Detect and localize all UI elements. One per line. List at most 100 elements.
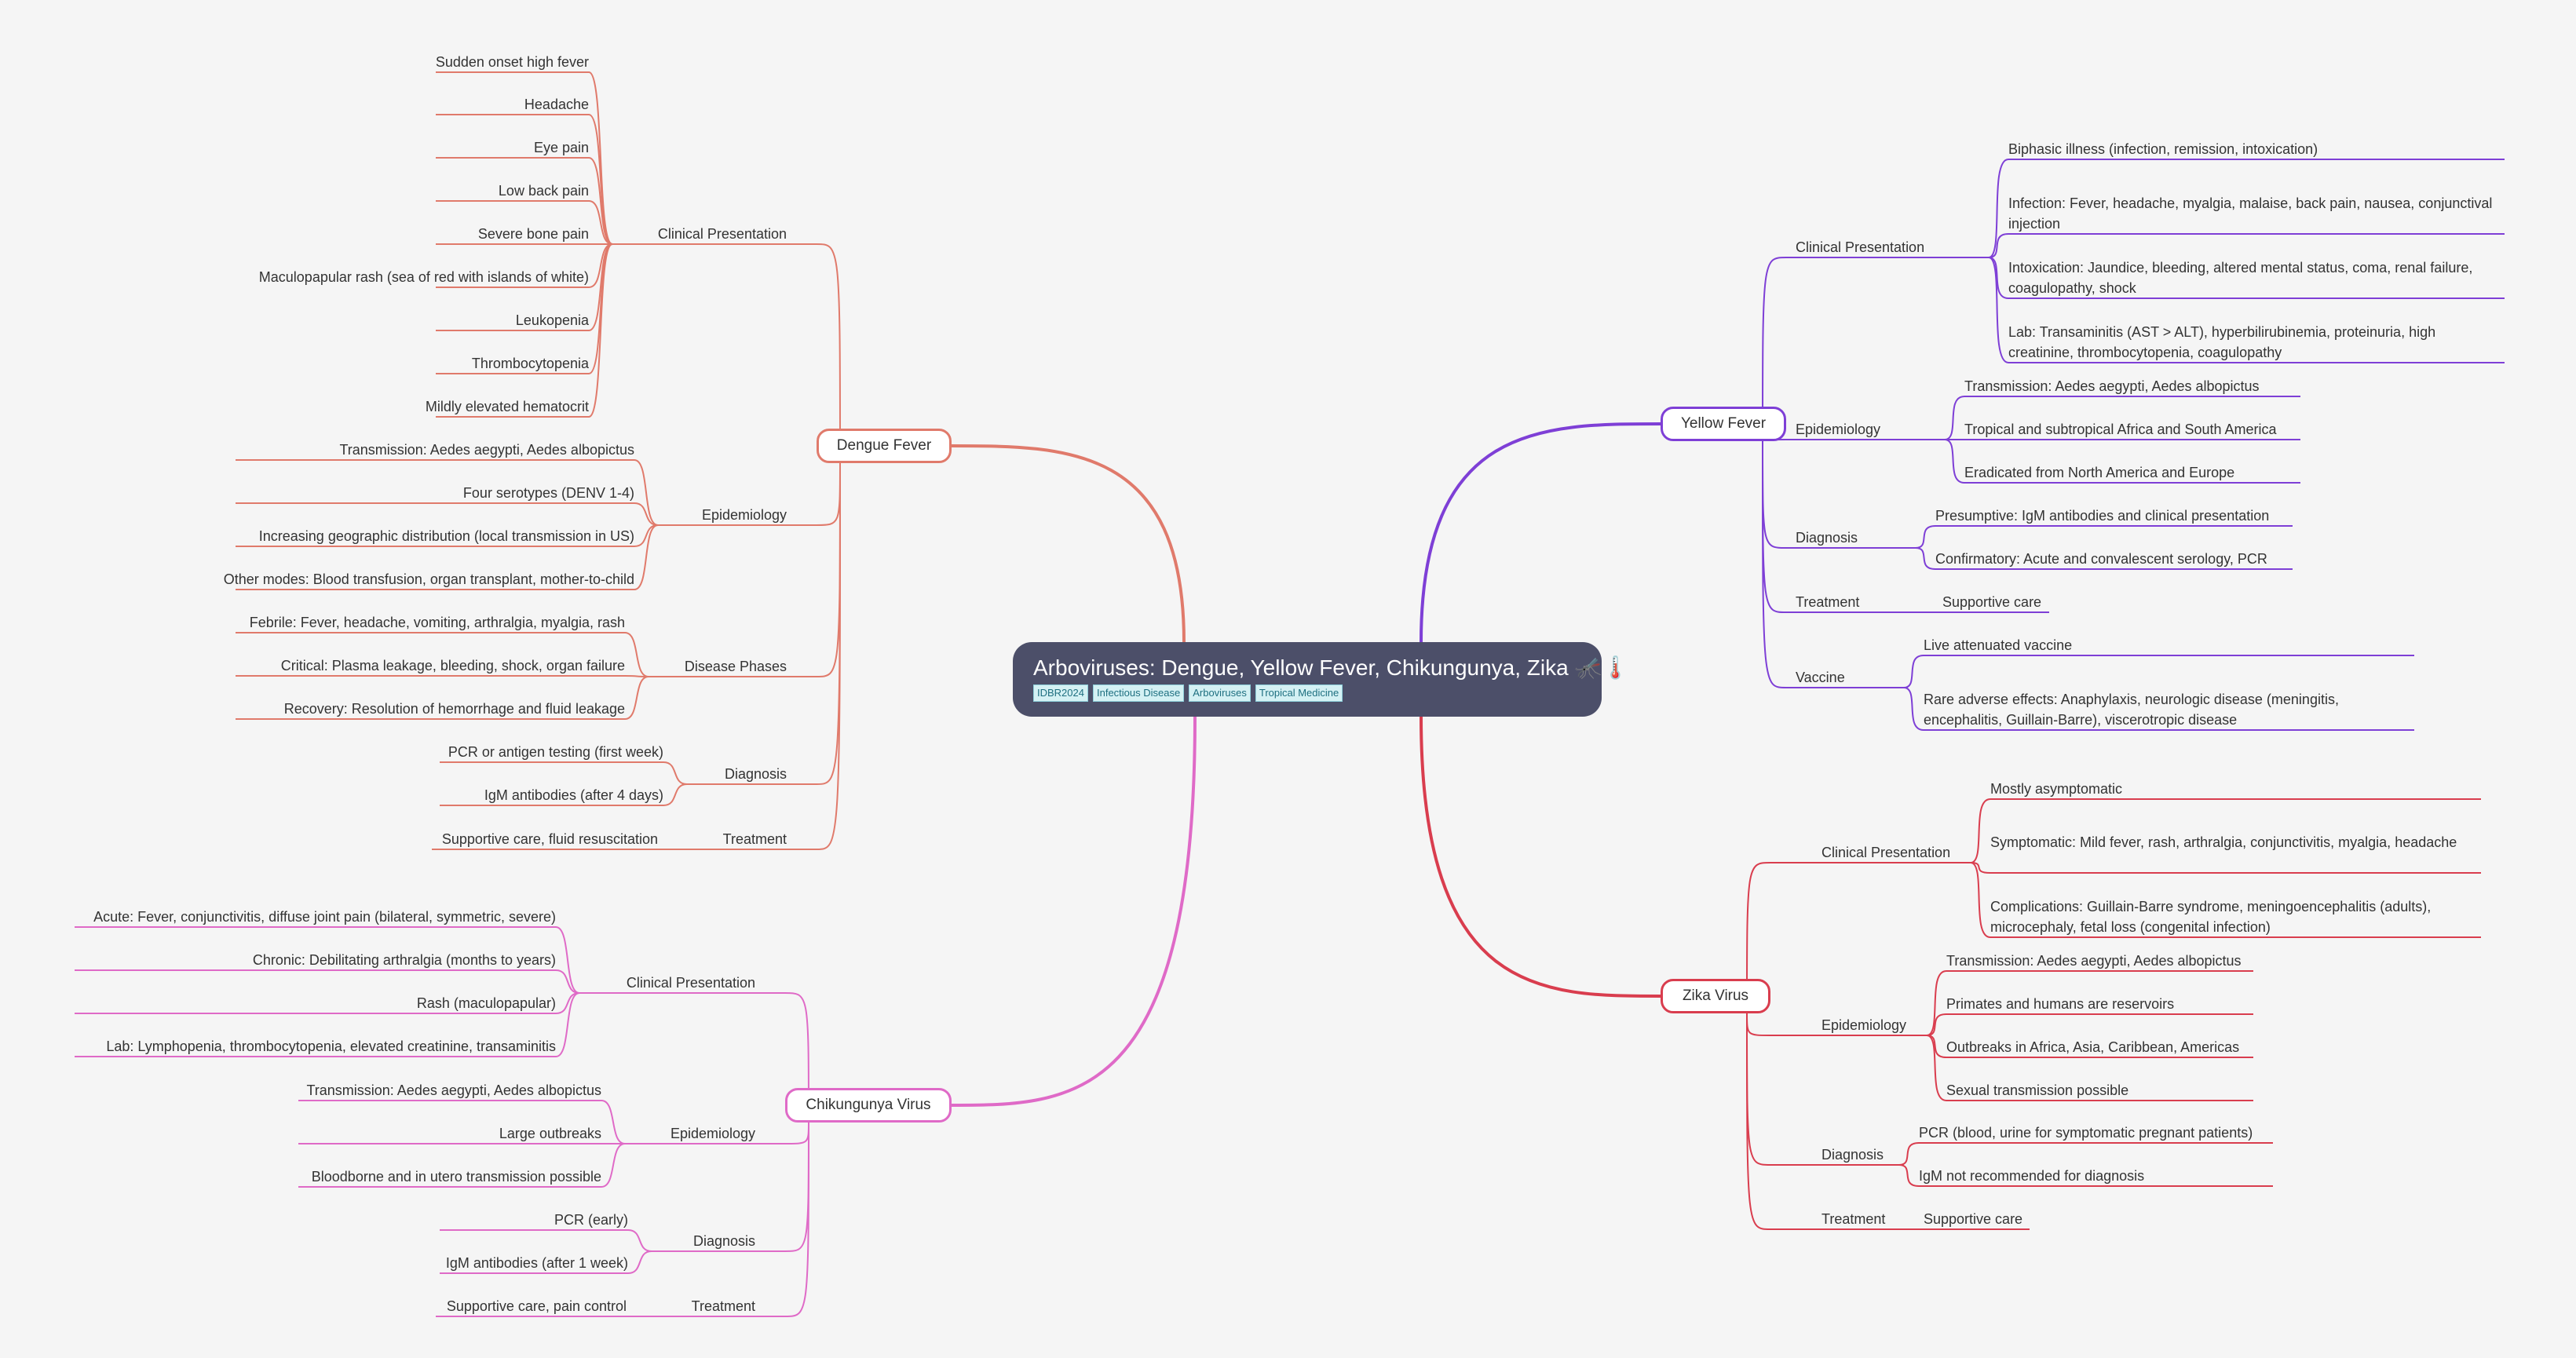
connector-zika-clinical-item — [1970, 862, 2481, 874]
branch-dengue[interactable]: Dengue Fever — [817, 429, 952, 463]
dengue-diagnosis-label[interactable]: Diagnosis — [724, 766, 787, 782]
connector-zika-epidemiology-item — [1926, 1013, 2253, 1036]
dengue-epidemiology-item[interactable]: Increasing geographic distribution (loca… — [258, 528, 634, 544]
branch-yellow[interactable]: Yellow Fever — [1661, 407, 1786, 441]
yellow-vaccine-label[interactable]: Vaccine — [1796, 670, 1845, 685]
dengue-clinical-item[interactable]: Maculopapular rash (sea of red with isla… — [258, 269, 589, 285]
dengue-treatment-item[interactable]: Supportive care, fluid resuscitation — [441, 831, 658, 847]
connector-yellow-epidemiology-item — [1944, 396, 2300, 440]
dengue-phases-item[interactable]: Critical: Plasma leakage, bleeding, shoc… — [280, 658, 625, 674]
dengue-epidemiology-item[interactable]: Other modes: Blood transfusion, organ tr… — [223, 571, 634, 587]
zika-clinical-label[interactable]: Clinical Presentation — [1821, 845, 1951, 860]
chik-epidemiology-item[interactable]: Bloodborne and in utero transmission pos… — [311, 1169, 601, 1185]
branch-chik[interactable]: Chikungunya Virus — [785, 1088, 952, 1123]
chik-clinical-item[interactable]: Lab: Lymphopenia, thrombocytopenia, elev… — [106, 1039, 556, 1054]
chik-treatment-label[interactable]: Treatment — [691, 1298, 755, 1314]
connector-yellow-clinical — [1762, 257, 1989, 442]
chik-clinical-item[interactable]: Chronic: Debilitating arthralgia (months… — [252, 952, 556, 968]
yellow-epidemiology-label[interactable]: Epidemiology — [1796, 422, 1881, 437]
zika-epidemiology-item[interactable]: Transmission: Aedes aegypti, Aedes albop… — [1946, 953, 2242, 969]
dengue-phases-label[interactable]: Disease Phases — [684, 659, 787, 674]
zika-clinical-item[interactable]: Complications: Guillain-Barre syndrome, … — [1990, 899, 2432, 935]
connector-zika-diagnosis-item — [1898, 1164, 2273, 1187]
chik-epidemiology-item[interactable]: Large outbreaks — [499, 1126, 601, 1141]
dengue-epidemiology-label[interactable]: Epidemiology — [701, 507, 787, 523]
chik-diagnosis-item[interactable]: PCR (early) — [554, 1212, 628, 1228]
connector-dengue-clinical-item — [436, 243, 613, 418]
dengue-diagnosis-item[interactable]: IgM antibodies (after 4 days) — [484, 787, 663, 803]
dengue-epidemiology-item[interactable]: Four serotypes (DENV 1-4) — [462, 485, 634, 501]
zika-epidemiology-item[interactable]: Sexual transmission possible — [1946, 1082, 2129, 1098]
tag-chip[interactable]: Infectious Disease — [1092, 684, 1185, 702]
connector-yellow-treatment — [1762, 440, 1923, 613]
dengue-clinical-item[interactable]: Eye pain — [533, 140, 589, 155]
zika-epidemiology-label[interactable]: Epidemiology — [1821, 1017, 1907, 1033]
yellow-clinical-item[interactable]: Infection: Fever, headache, myalgia, mal… — [2008, 195, 2493, 232]
connector-dengue-epidemiology-item — [236, 524, 659, 547]
yellow-epidemiology-item[interactable]: Transmission: Aedes aegypti, Aedes albop… — [1964, 378, 2260, 394]
dengue-clinical-item[interactable]: Severe bone pain — [477, 226, 589, 242]
root-topic[interactable]: Arboviruses: Dengue, Yellow Fever, Chiku… — [1013, 642, 1629, 717]
dengue-diagnosis-item[interactable]: PCR or antigen testing (first week) — [448, 744, 663, 760]
yellow-vaccine-item[interactable]: Live attenuated vaccine — [1924, 637, 2073, 653]
zika-diagnosis-item[interactable]: IgM not recommended for diagnosis — [1919, 1168, 2145, 1184]
yellow-clinical-label[interactable]: Clinical Presentation — [1796, 239, 1925, 255]
connector-yellow-clinical-item — [1988, 233, 2505, 258]
yellow-treatment-item[interactable]: Supportive care — [1942, 594, 2042, 610]
tag-chip[interactable]: Arboviruses — [1189, 684, 1251, 702]
connector-zika-epidemiology-item — [1926, 970, 2253, 1036]
dengue-epidemiology-item[interactable]: Transmission: Aedes aegypti, Aedes albop… — [339, 442, 634, 458]
dengue-clinical-item[interactable]: Mildly elevated hematocrit — [425, 399, 589, 414]
zika-epidemiology-item[interactable]: Outbreaks in Africa, Asia, Caribbean, Am… — [1946, 1039, 2240, 1055]
yellow-clinical-item[interactable]: Biphasic illness (infection, remission, … — [2008, 141, 2318, 157]
chik-diagnosis-item[interactable]: IgM antibodies (after 1 week) — [445, 1255, 628, 1271]
dengue-phases-item[interactable]: Febrile: Fever, headache, vomiting, arth… — [249, 615, 625, 630]
dengue-clinical-label[interactable]: Clinical Presentation — [657, 226, 787, 242]
dengue-clinical-item[interactable]: Sudden onset high fever — [435, 54, 589, 70]
chik-epidemiology-label[interactable]: Epidemiology — [670, 1126, 755, 1141]
connector-zika-diagnosis-item — [1898, 1142, 2273, 1166]
tag-chip[interactable]: Tropical Medicine — [1255, 684, 1343, 702]
yellow-epidemiology-item[interactable]: Eradicated from North America and Europe — [1964, 465, 2235, 480]
chik-epidemiology-item[interactable]: Transmission: Aedes aegypti, Aedes albop… — [306, 1082, 601, 1098]
dengue-clinical-item[interactable]: Leukopenia — [515, 312, 589, 328]
chik-clinical-item[interactable]: Rash (maculopapular) — [416, 995, 556, 1011]
chik-clinical-item[interactable]: Acute: Fever, conjunctivitis, diffuse jo… — [93, 909, 556, 925]
zika-epidemiology-item[interactable]: Primates and humans are reservoirs — [1946, 996, 2175, 1012]
connector-dengue-epidemiology-item — [236, 459, 659, 526]
yellow-diagnosis-label[interactable]: Diagnosis — [1796, 530, 1858, 546]
dengue-clinical-item[interactable]: Low back pain — [498, 183, 589, 199]
zika-treatment-label[interactable]: Treatment — [1821, 1211, 1886, 1227]
yellow-diagnosis-item[interactable]: Confirmatory: Acute and convalescent ser… — [1935, 551, 2267, 567]
yellow-diagnosis-item[interactable]: Presumptive: IgM antibodies and clinical… — [1935, 508, 2270, 524]
connector-dengue-epidemiology-item — [236, 502, 659, 526]
yellow-treatment-label[interactable]: Treatment — [1796, 594, 1860, 610]
dengue-phases-item[interactable]: Recovery: Resolution of hemorrhage and f… — [283, 701, 625, 717]
chik-treatment-item[interactable]: Supportive care, pain control — [446, 1298, 627, 1314]
branch-zika[interactable]: Zika Virus — [1661, 979, 1770, 1013]
connector-dengue-treatment — [681, 462, 841, 850]
connector-yellow-diagnosis-item — [1915, 525, 2293, 549]
connector-dengue-clinical — [612, 243, 841, 464]
zika-diagnosis-label[interactable]: Diagnosis — [1821, 1147, 1884, 1163]
connector-chik-clinical — [579, 992, 809, 1123]
connector-dengue-clinical-item — [436, 200, 613, 245]
zika-clinical-item[interactable]: Symptomatic: Mild fever, rash, arthralgi… — [1990, 834, 2457, 850]
connector-chik-diagnosis-item — [440, 1250, 652, 1274]
zika-diagnosis-item[interactable]: PCR (blood, urine for symptomatic pregna… — [1919, 1125, 2253, 1141]
yellow-clinical-item[interactable]: Intoxication: Jaundice, bleeding, altere… — [2008, 260, 2473, 296]
zika-treatment-item[interactable]: Supportive care — [1924, 1211, 2023, 1227]
tag-chip[interactable]: IDBR2024 — [1033, 684, 1088, 702]
chik-diagnosis-label[interactable]: Diagnosis — [692, 1233, 755, 1249]
yellow-vaccine-item[interactable]: Rare adverse effects: Anaphylaxis, neuro… — [1924, 692, 2339, 728]
zika-clinical-item[interactable]: Mostly asymptomatic — [1990, 781, 2123, 797]
dengue-clinical-item[interactable]: Headache — [524, 97, 589, 112]
chik-clinical-label[interactable]: Clinical Presentation — [626, 975, 755, 991]
dengue-clinical-item[interactable]: Thrombocytopenia — [471, 356, 589, 371]
dengue-treatment-label[interactable]: Treatment — [722, 831, 787, 847]
connector-yellow-clinical-item — [1988, 257, 2505, 299]
yellow-epidemiology-item[interactable]: Tropical and subtropical Africa and Sout… — [1964, 422, 2277, 437]
yellow-clinical-item[interactable]: Lab: Transaminitis (AST > ALT), hyperbil… — [2008, 324, 2436, 360]
